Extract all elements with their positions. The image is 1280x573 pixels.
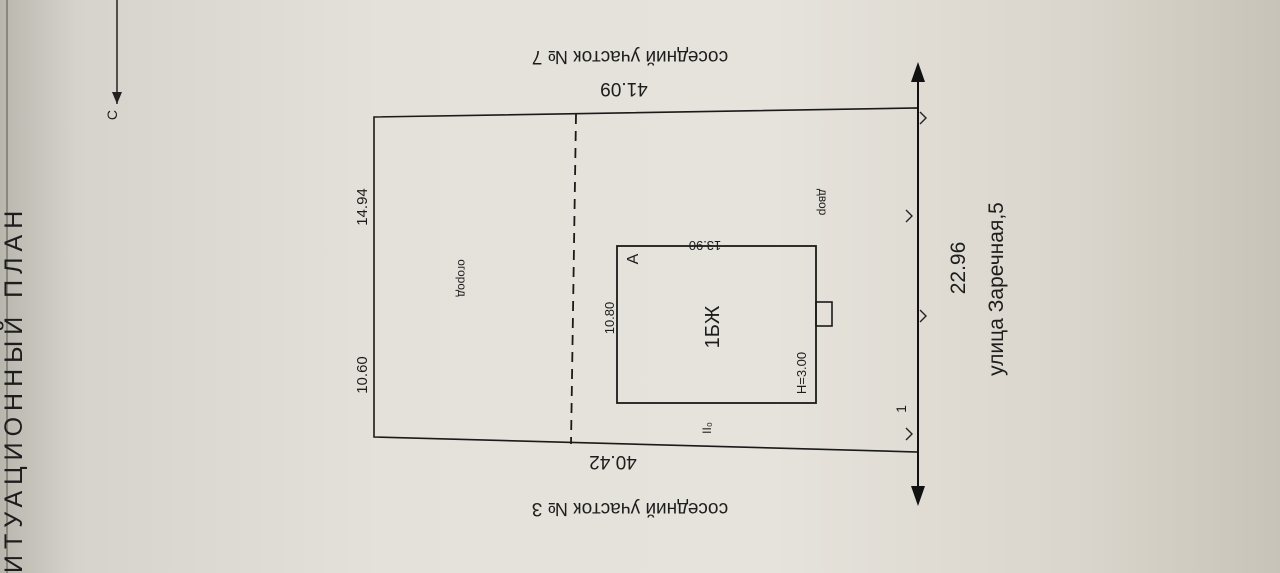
neighbor-bottom-label: соседний участок № 3 [532, 498, 728, 519]
building-height: Н=3.00 [794, 352, 809, 394]
building-dim-front: 13.90 [689, 238, 722, 253]
boundary-ticks [905, 111, 927, 441]
zone-garden: огород [455, 259, 469, 297]
entrance-mark: II₀ [700, 422, 714, 434]
dim-bottom: 40.42 [589, 451, 637, 472]
dim-left-2: 14.94 [354, 188, 371, 226]
porch [815, 301, 833, 327]
dim-street: 22.96 [947, 242, 970, 295]
page-edge-line [6, 0, 8, 573]
zone-yard: двор [816, 189, 830, 216]
point-1-label: 1 [893, 405, 909, 413]
plan-title: ИТУАЦИОННЫЙ ПЛАН [0, 205, 28, 573]
north-label: С [104, 110, 120, 120]
building-corner-mark: А [625, 253, 642, 264]
neighbor-top-label: соседний участок № 7 [532, 46, 728, 67]
garden-yard-divider [570, 113, 577, 445]
dim-top: 41.09 [600, 78, 648, 99]
dim-left-1: 10.60 [354, 356, 371, 394]
street-dimension-line [911, 62, 925, 506]
building-label: 1БЖ [702, 305, 724, 348]
north-arrow-icon: С [104, 0, 122, 120]
building-dim-side: 10.80 [602, 302, 617, 335]
street-label: улица Заречная,5 [985, 202, 1008, 376]
